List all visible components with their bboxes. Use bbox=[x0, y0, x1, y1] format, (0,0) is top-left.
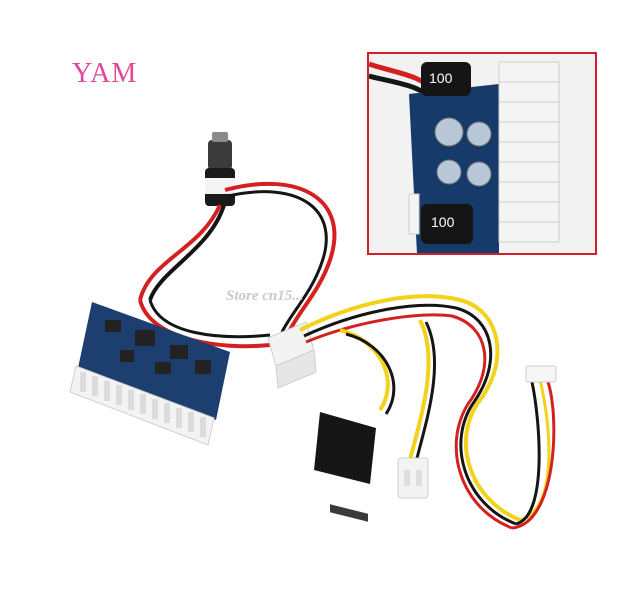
fan-connector bbox=[525, 365, 557, 383]
inductor-bottom-label: 100 bbox=[431, 214, 455, 230]
zoom-inset: 100 100 bbox=[367, 52, 597, 255]
floppy-connector bbox=[397, 457, 429, 499]
dc-jack bbox=[205, 132, 235, 206]
inductor-top-label: 100 bbox=[429, 70, 453, 86]
inset-board-illustration bbox=[369, 61, 560, 253]
sata-connector bbox=[314, 412, 376, 522]
pico-psu-board bbox=[69, 302, 230, 446]
store-watermark: Store cn15... bbox=[226, 288, 304, 304]
molex-connector bbox=[267, 321, 317, 389]
brand-logo-text: YAM bbox=[72, 58, 138, 89]
